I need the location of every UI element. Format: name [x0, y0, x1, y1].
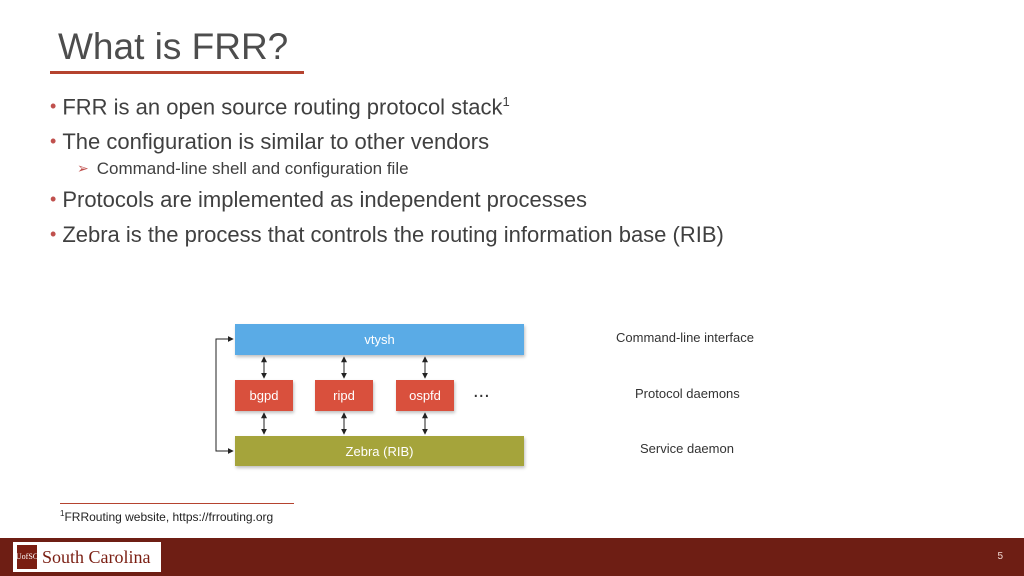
ospfd-box: ospfd [396, 380, 454, 411]
bullet-dot-icon: • [50, 224, 57, 244]
slide-title: What is FRR? [58, 26, 289, 67]
bullet-text: Zebra is the process that controls the r… [62, 222, 724, 247]
bullet-dot-icon: • [50, 131, 57, 151]
arrow-vtysh-zebra [215, 336, 234, 454]
bullet-text: Protocols are implemented as independent… [62, 187, 587, 212]
arrow-bullet-icon: ➢ [77, 160, 89, 176]
footnote-marker: 1 [502, 94, 510, 109]
footnote-rule [60, 503, 294, 504]
page-number: 5 [997, 551, 1003, 562]
zebra-box: Zebra (RIB) [235, 436, 524, 466]
university-logo: UofSC South Carolina [13, 542, 161, 572]
sub-bullet-item: ➢ Command-line shell and configuration fi… [77, 159, 409, 179]
footnote: 1FRRouting website, https://frrouting.or… [60, 509, 273, 524]
uofsc-logo-icon: UofSC [16, 545, 38, 569]
bgpd-box: bgpd [235, 380, 293, 411]
footnote-text: FRRouting website, https://frrouting.org [64, 510, 274, 524]
bullet-item: •FRR is an open source routing protocol … [50, 94, 510, 120]
bullet-text: FRR is an open source routing protocol s… [62, 94, 503, 120]
footer-bar [0, 538, 1024, 576]
ripd-box: ripd [315, 380, 373, 411]
label-protocol-daemons: Protocol daemons [635, 386, 740, 401]
label-service-daemon: Service daemon [640, 441, 734, 456]
sub-bullet-text: Command-line shell and configuration fil… [96, 159, 409, 178]
bullet-text: The configuration is similar to other ve… [62, 129, 490, 154]
title-underline [50, 71, 304, 74]
footnote-number: 1 [60, 509, 65, 518]
bullet-item: •The configuration is similar to other v… [50, 129, 489, 155]
logo-wordmark: South Carolina [42, 546, 151, 567]
bullet-dot-icon: • [50, 96, 57, 117]
bullet-dot-icon: • [50, 189, 57, 209]
vtysh-box: vtysh [235, 324, 524, 355]
label-command-line-interface: Command-line interface [616, 330, 755, 345]
more-daemons-ellipsis: ... [473, 380, 490, 402]
bullet-item: •Zebra is the process that controls the … [50, 222, 724, 248]
bullet-item: •Protocols are implemented as independen… [50, 187, 587, 213]
